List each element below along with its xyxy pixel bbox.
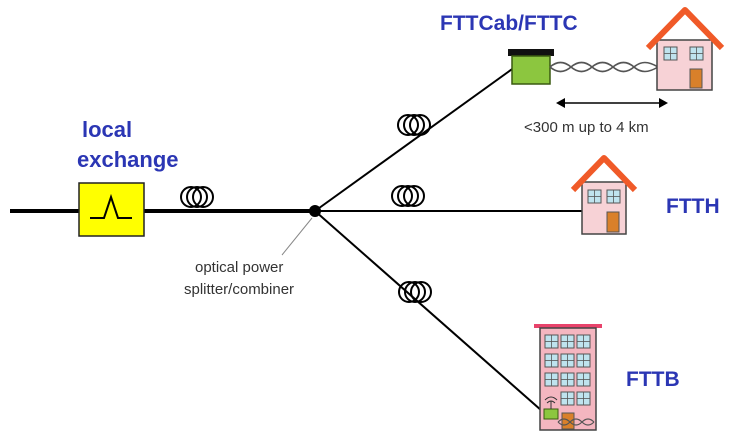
branch-line-fttb xyxy=(314,210,551,419)
branch-line-fttc xyxy=(314,66,516,212)
fiber-coil-icon xyxy=(180,186,214,208)
distance-label: <300 m up to 4 km xyxy=(524,119,649,136)
ftth-label: FTTH xyxy=(666,195,720,218)
fttcab-label: FTTCab/FTTC xyxy=(440,12,578,35)
splitter-node-icon xyxy=(309,205,321,217)
cabinet-icon xyxy=(508,49,554,85)
house-icon xyxy=(645,7,725,91)
fiber-coil-icon xyxy=(398,281,432,303)
antenna-icon xyxy=(544,396,558,409)
double-arrow-icon xyxy=(556,98,668,108)
copper-twisted-pair-icon xyxy=(557,418,595,426)
splitter-label-line1: optical power xyxy=(195,259,284,276)
fiber-coil-icon xyxy=(391,185,425,207)
local-exchange-label-line1: local xyxy=(82,117,133,142)
fttb-label: FTTB xyxy=(626,368,680,391)
local-exchange-label-line2: exchange xyxy=(77,147,179,172)
exchange-switch-icon xyxy=(78,182,145,237)
house-icon xyxy=(570,155,638,235)
splitter-label-line2: splitter/combiner xyxy=(184,281,295,298)
splitter-pointer xyxy=(281,217,313,256)
copper-twisted-pair-icon xyxy=(549,61,659,73)
cabinet-icon xyxy=(543,408,559,420)
